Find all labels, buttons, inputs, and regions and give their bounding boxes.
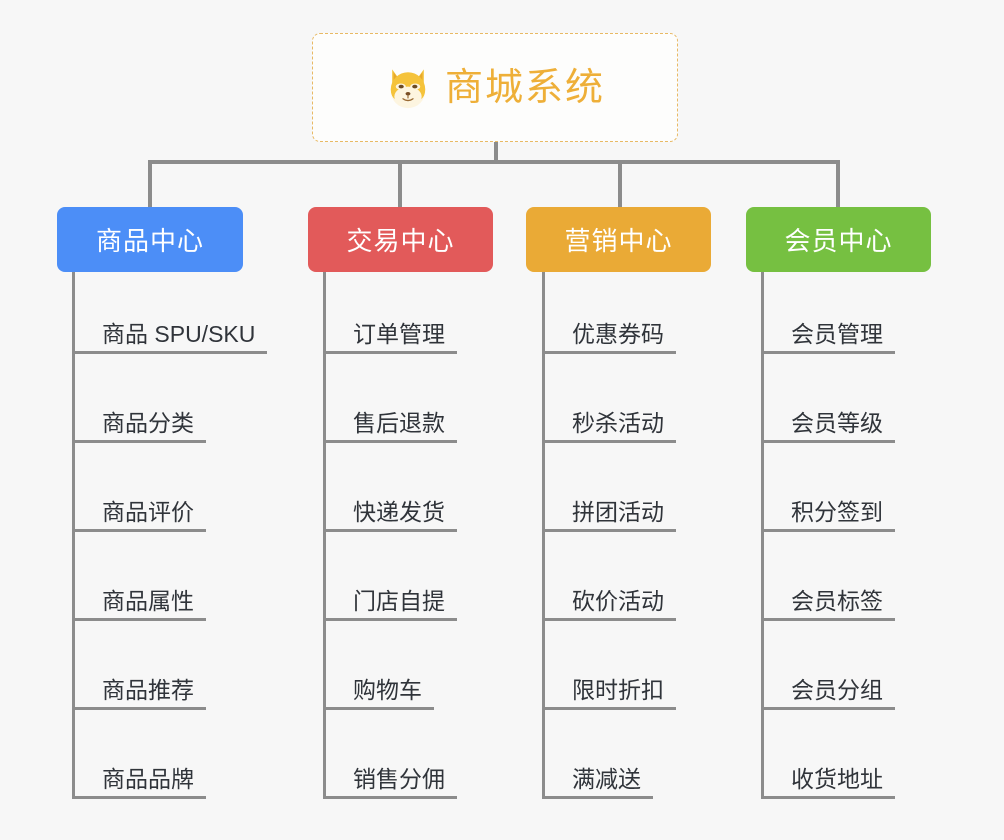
leaf-item-label: 会员分组: [791, 676, 883, 703]
leaf-item-label: 会员等级: [791, 409, 883, 436]
branch-label: 商品中心: [95, 226, 204, 256]
leaf-item-label: 商品属性: [102, 587, 194, 614]
leaf-item-label: 商品评价: [102, 498, 194, 525]
leaf-item-label: 商品品牌: [102, 765, 194, 792]
leaf-item-label: 售后退款: [353, 409, 445, 436]
leaf-item[interactable]: 优惠券码: [542, 265, 676, 354]
branch-node-member-center[interactable]: 会员中心: [746, 207, 931, 272]
leaf-item[interactable]: 快递发货: [323, 443, 457, 532]
leaf-item-label: 限时折扣: [572, 676, 664, 703]
leaf-item[interactable]: 商品属性: [72, 532, 206, 621]
root-title: 商城系统: [444, 66, 605, 109]
leaf-spine-marketing-center: [542, 272, 545, 798]
leaf-item[interactable]: 会员管理: [761, 265, 895, 354]
leaf-item-label: 拼团活动: [572, 498, 664, 525]
connector-root-vertical: [494, 142, 498, 163]
leaf-item-label: 订单管理: [353, 320, 445, 347]
leaf-item[interactable]: 收货地址: [761, 710, 895, 799]
leaf-spine-product-center: [72, 272, 75, 798]
leaf-item-label: 销售分佣: [353, 765, 445, 792]
leaf-item[interactable]: 会员标签: [761, 532, 895, 621]
branch-label: 交易中心: [346, 226, 455, 256]
leaf-item[interactable]: 门店自提: [323, 532, 457, 621]
leaf-item[interactable]: 订单管理: [323, 265, 457, 354]
leaf-item-label: 购物车: [353, 676, 422, 703]
leaf-item-label: 门店自提: [353, 587, 445, 614]
leaf-item[interactable]: 售后退款: [323, 354, 457, 443]
leaf-item[interactable]: 会员等级: [761, 354, 895, 443]
branch-node-product-center[interactable]: 商品中心: [57, 207, 243, 272]
leaf-item[interactable]: 商品评价: [72, 443, 206, 532]
leaf-item-label: 满减送: [572, 765, 641, 792]
leaf-item[interactable]: 满减送: [542, 710, 653, 799]
branch-node-trade-center[interactable]: 交易中心: [308, 207, 493, 272]
leaf-item[interactable]: 积分签到: [761, 443, 895, 532]
branch-node-marketing-center[interactable]: 营销中心: [526, 207, 711, 272]
leaf-item[interactable]: 会员分组: [761, 621, 895, 710]
leaf-item[interactable]: 购物车: [323, 621, 434, 710]
leaf-item[interactable]: 销售分佣: [323, 710, 457, 799]
leaf-item[interactable]: 商品推荐: [72, 621, 206, 710]
leaf-item[interactable]: 限时折扣: [542, 621, 676, 710]
leaf-item-label: 积分签到: [791, 498, 883, 525]
leaf-item[interactable]: 秒杀活动: [542, 354, 676, 443]
leaf-item-label: 商品 SPU/SKU: [102, 320, 256, 347]
shiba-dog-face-icon: [390, 68, 426, 108]
leaf-item-label: 会员管理: [791, 320, 883, 347]
leaf-item-label: 商品分类: [102, 409, 194, 436]
connector-branch-vertical-1: [148, 160, 152, 207]
branch-label: 营销中心: [564, 226, 673, 256]
leaf-item[interactable]: 砍价活动: [542, 532, 676, 621]
connector-branch-vertical-3: [618, 160, 622, 207]
leaf-item-label: 秒杀活动: [572, 409, 664, 436]
branch-label: 会员中心: [784, 226, 893, 256]
leaf-item-label: 砍价活动: [572, 587, 664, 614]
leaf-item[interactable]: 拼团活动: [542, 443, 676, 532]
leaf-item[interactable]: 商品 SPU/SKU: [72, 265, 268, 354]
leaf-item-label: 快递发货: [353, 498, 445, 525]
leaf-item-label: 商品推荐: [102, 676, 194, 703]
leaf-item-label: 会员标签: [791, 587, 883, 614]
connector-horizontal-bus: [148, 160, 840, 164]
connector-branch-vertical-2: [398, 160, 402, 207]
leaf-item[interactable]: 商品分类: [72, 354, 206, 443]
leaf-item[interactable]: 商品品牌: [72, 710, 206, 799]
connector-branch-vertical-4: [836, 160, 840, 207]
root-node-shopping-mall-system[interactable]: 商城系统: [312, 33, 678, 142]
leaf-item-label: 优惠券码: [572, 320, 664, 347]
leaf-spine-member-center: [761, 272, 764, 798]
leaf-spine-trade-center: [323, 272, 326, 798]
leaf-item-label: 收货地址: [791, 765, 883, 792]
